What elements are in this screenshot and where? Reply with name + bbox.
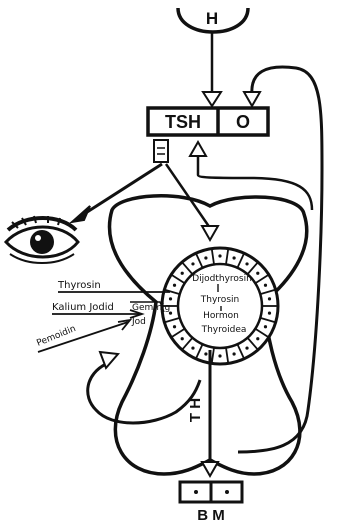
thyroidea-label: Thyroidea [201, 325, 247, 335]
feedback-loop-left [88, 364, 200, 423]
hypophysis-label: H [206, 9, 218, 28]
o-label: O [236, 112, 250, 132]
thyrosin-left-label: Thyrosin [57, 280, 101, 291]
follicle-cell-nucleus [232, 256, 235, 259]
follicle-cell-nucleus [245, 346, 248, 349]
tsh-connector [154, 140, 168, 162]
follicle-cell-nucleus [181, 272, 184, 275]
follicle-cell-nucleus [264, 284, 267, 287]
arrow-to-eye-head [72, 206, 90, 222]
follicle-cell-nucleus [218, 254, 221, 257]
follicle-cell-nucleus [256, 337, 259, 340]
jod-label: Jod [131, 317, 146, 327]
hormon-label: Hormon [203, 311, 239, 321]
thyrosin-center-label: Thyrosin [200, 295, 239, 305]
bm-dot-left [194, 490, 198, 494]
follicle-cell-nucleus [191, 262, 194, 265]
feedback-arrow-up [190, 142, 206, 156]
tsh-label: TSH [165, 112, 201, 132]
follicle-cell-nucleus [173, 325, 176, 328]
follicle-cell-nucleus [191, 346, 194, 349]
arrow-to-eye [84, 164, 162, 214]
follicle-cell-nucleus [268, 312, 271, 315]
eye-icon [6, 216, 78, 263]
follicle [162, 248, 278, 364]
follicle-cell-nucleus [204, 256, 207, 259]
follicle-cell-nucleus [256, 272, 259, 275]
follicle-cell-nucleus [173, 284, 176, 287]
bm-dot-right [225, 490, 229, 494]
follicle-cell-nucleus [218, 354, 221, 357]
arrow-gland-head [202, 226, 218, 240]
follicle-cell-nucleus [232, 352, 235, 355]
th-label: T H [187, 398, 204, 422]
bm-label: B M [197, 507, 225, 524]
follicle-cell-nucleus [181, 337, 184, 340]
feedback-arrow-o [244, 92, 260, 106]
follicle-cell-nucleus [204, 352, 207, 355]
dijodthyrosin-label: Dijodthyrosin [192, 274, 252, 284]
follicle-cell-nucleus [268, 297, 271, 300]
follicle-cell-nucleus [245, 262, 248, 265]
arrow-h-head [203, 92, 221, 106]
follicle-cell-nucleus [169, 297, 172, 300]
follicle-cell-nucleus [264, 325, 267, 328]
th-arrow-head [202, 462, 218, 476]
kaliumjodid-label: Kalium Jodid [52, 302, 114, 313]
